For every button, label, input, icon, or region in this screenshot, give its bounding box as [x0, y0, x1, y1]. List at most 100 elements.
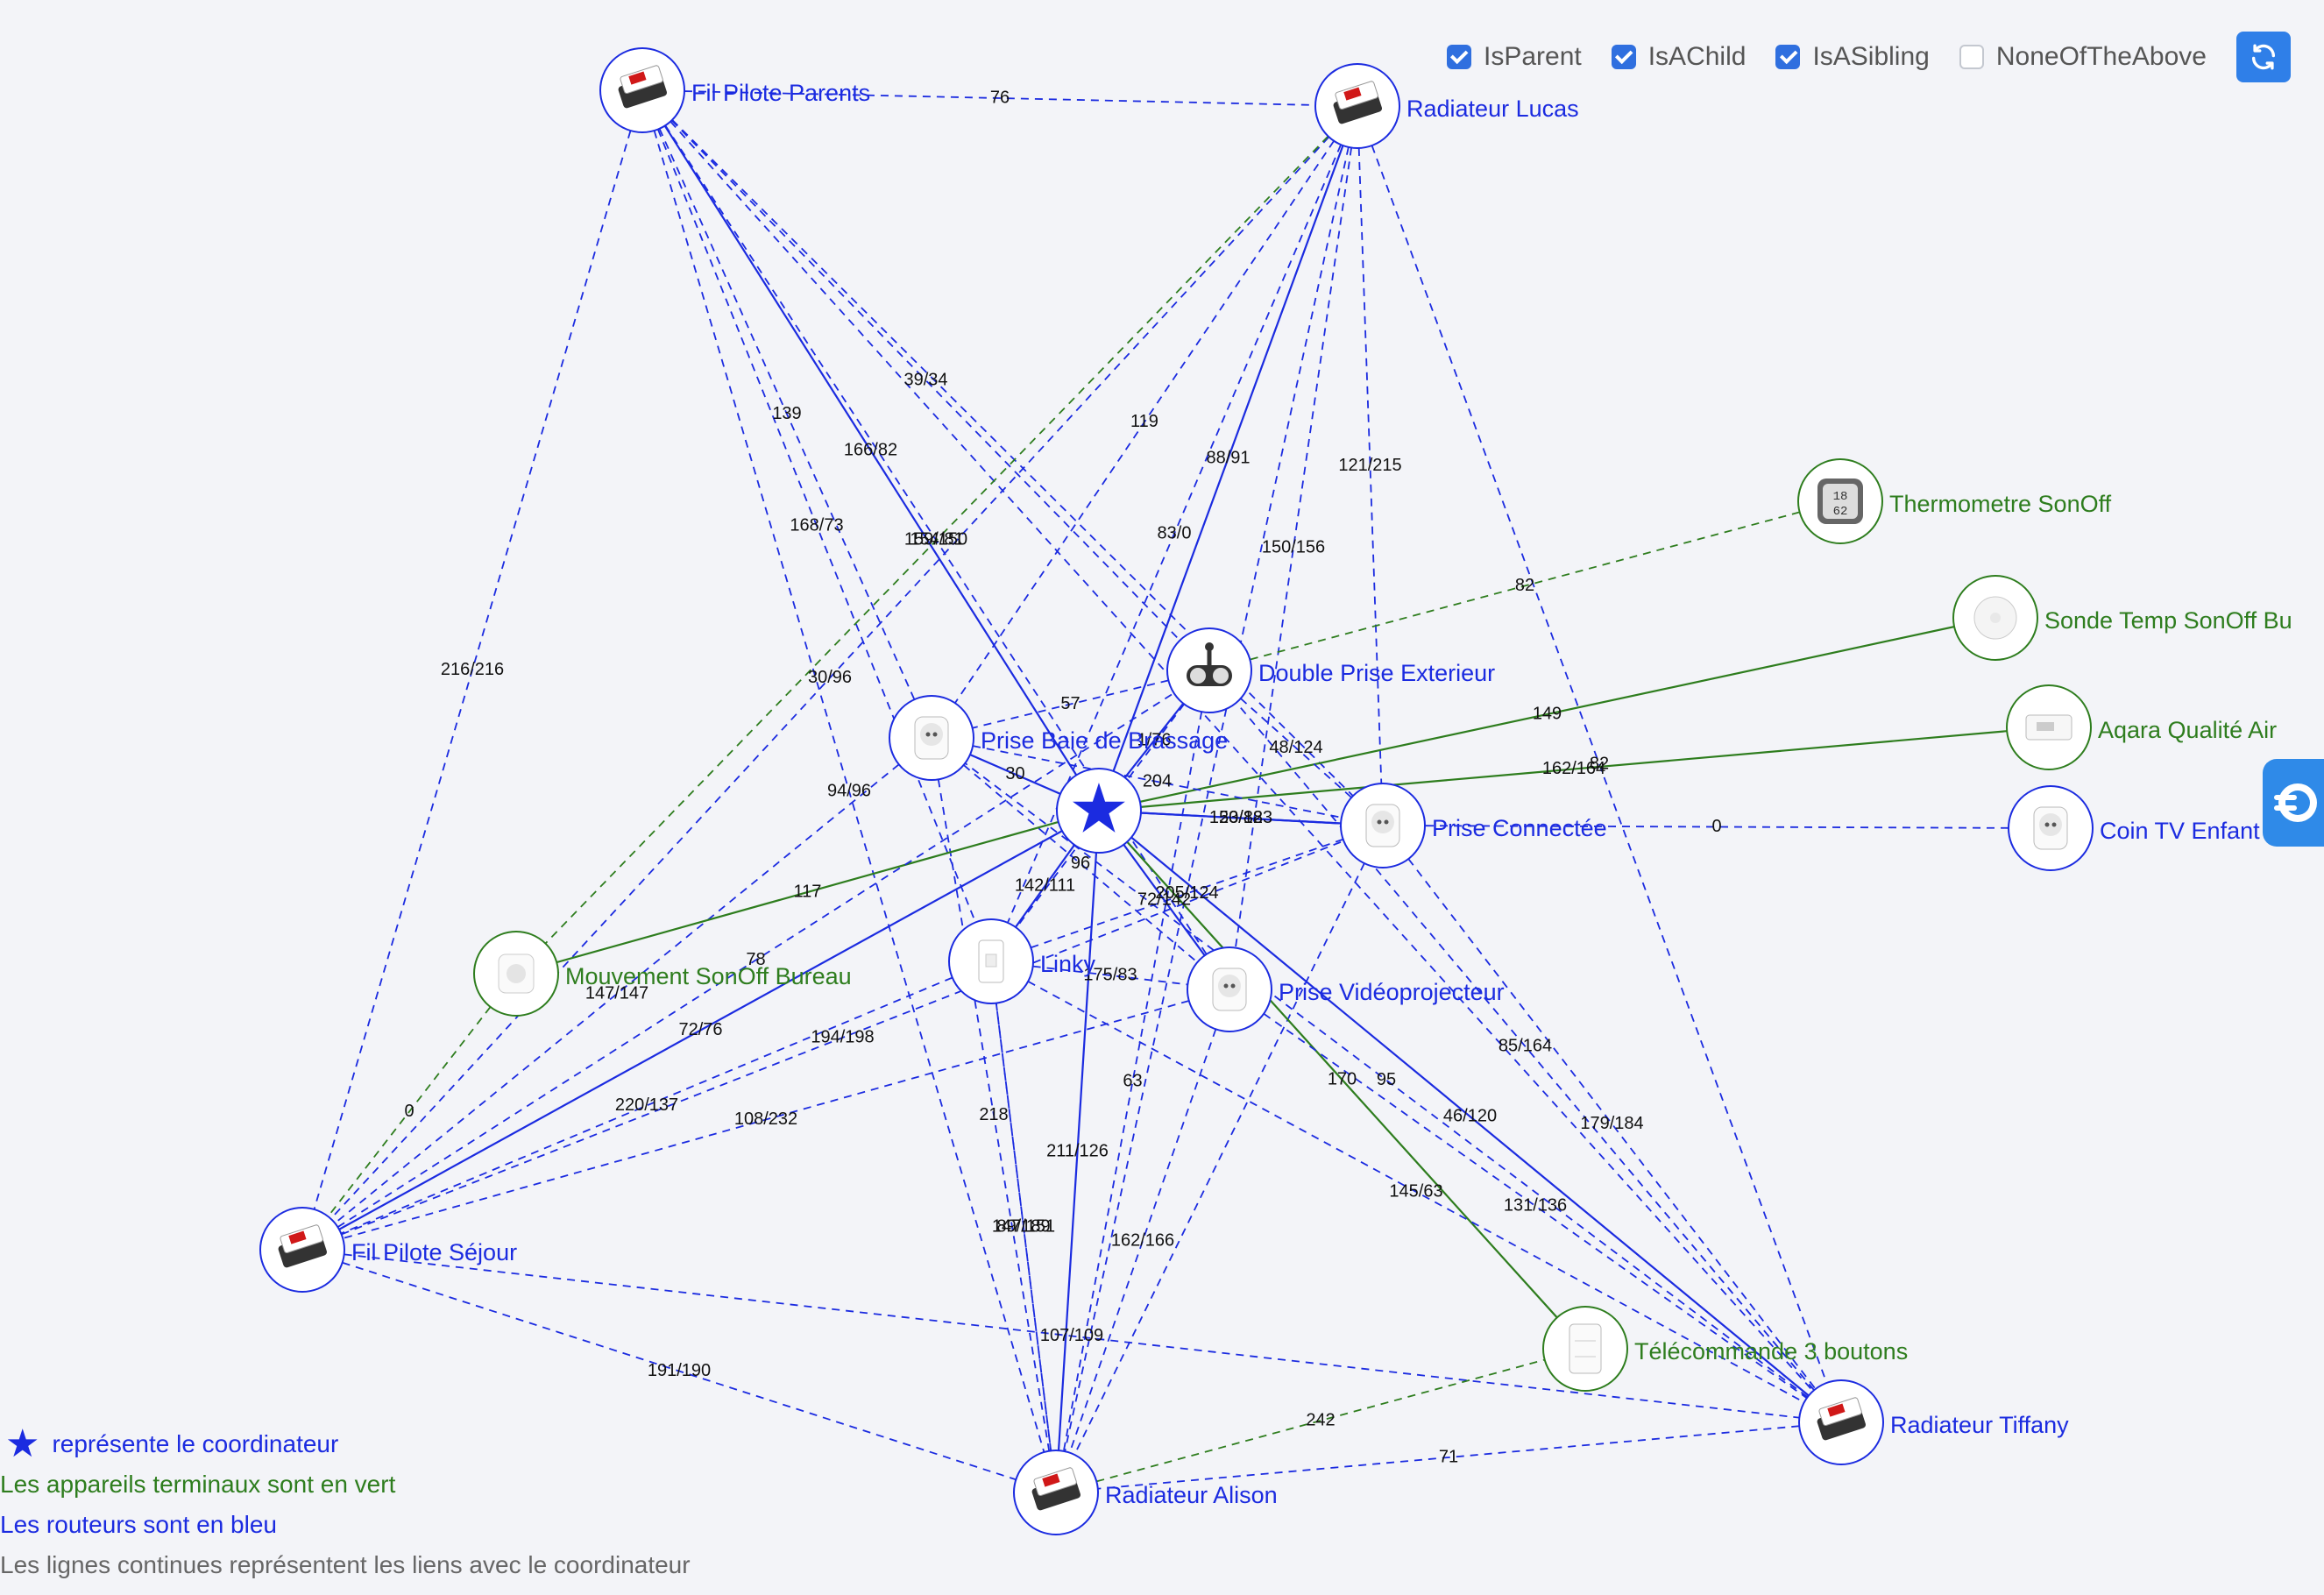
edge-label-filsej-prisecon: 194/198 — [811, 1027, 874, 1046]
edge-radali-telec — [1055, 1348, 1586, 1493]
edge-prisecon-radali — [1055, 825, 1384, 1493]
node-filpar[interactable]: Fil Pilote Parents — [599, 47, 870, 133]
none-of-the-above-checkbox[interactable] — [1959, 45, 1984, 69]
node-label-aqara: Aqara Qualité Air — [2098, 717, 2277, 743]
none-of-the-above-label: NoneOfTheAbove — [1995, 42, 2207, 71]
edge-dblprise-linky — [990, 670, 1210, 962]
edge-label-prisecon-radtif: 179/184 — [1580, 1114, 1643, 1133]
edge-label-aqara-coord: 162/164 — [1542, 759, 1605, 778]
node-radtif[interactable]: Radiateur Tiffany — [1798, 1379, 2069, 1465]
edge-radtif-radali — [1055, 1421, 1842, 1493]
filter-is-a-child[interactable]: IsAChild — [1611, 42, 1747, 72]
edge-radluc-radali — [1055, 105, 1358, 1493]
node-label-radluc: Radiateur Lucas — [1406, 96, 1579, 122]
node-sonde[interactable]: Sonde Temp SonOff Bu — [1952, 575, 2292, 661]
edge-radluc-prisebaie — [931, 105, 1358, 739]
is-a-child-label: IsAChild — [1647, 42, 1747, 71]
node-dblprise[interactable]: Double Prise Exterieur — [1166, 627, 1495, 713]
air-quality-sensor-icon — [2025, 714, 2072, 741]
node-coord[interactable]: ★ — [1056, 768, 1142, 854]
edge-label-linky-prisevid: 175/83 — [1083, 965, 1137, 984]
legend-end-devices: Les appareils terminaux sont en vert — [0, 1471, 396, 1498]
edge-label-mouv-coord: 117 — [794, 882, 822, 901]
node-mouv[interactable]: Mouvement SonOff Bureau — [473, 931, 852, 1017]
edge-label-cointv-prisecon: 0 — [1711, 817, 1721, 836]
node-label-filpar: Fil Pilote Parents — [691, 80, 870, 106]
refresh-button[interactable] — [2236, 32, 2291, 82]
edge-label-dblprise-coord: 1/76 — [1137, 730, 1172, 749]
edge-prisebaie-filsej — [301, 737, 932, 1251]
filter-none-of-the-above[interactable]: NoneOfTheAbove — [1959, 42, 2207, 72]
edge-label-coord-prisecon: 123/123 — [1209, 808, 1272, 827]
edge-label-radluc-coord: 88/91 — [1206, 448, 1250, 467]
node-radali[interactable]: Radiateur Alison — [1013, 1450, 1278, 1535]
side-panel-toggle[interactable] — [2263, 759, 2324, 847]
edge-label-radluc-filsej: 30/96 — [808, 668, 852, 687]
is-parent-label: IsParent — [1483, 42, 1582, 71]
edge-coord-telec — [1098, 810, 1586, 1350]
node-aqara[interactable]: Aqara Qualité Air — [2006, 684, 2277, 770]
edge-label-linky-radali: 89/189 — [996, 1216, 1050, 1236]
edge-prisebaie-radali — [931, 737, 1057, 1493]
node-prisebaie[interactable]: Prise Baie de Brassage — [889, 695, 1228, 781]
edge-radtif-dblprise — [1208, 670, 1842, 1423]
edge-label-prisebaie-radali: 218 — [979, 1105, 1008, 1124]
node-label-mouv: Mouvement SonOff Bureau — [565, 963, 852, 989]
is-a-child-checkbox[interactable] — [1611, 45, 1636, 69]
legend-coordinator: ★ représente le coordinateur — [0, 1424, 691, 1464]
edge-filpar-linky — [641, 89, 992, 962]
node-label-prisecon: Prise Connectée — [1432, 815, 1607, 841]
relationship-filters: IsParent IsAChild IsASibling NoneOfTheAb… — [1446, 32, 2291, 82]
edge-label-radluc-mouv: 154/81 — [910, 529, 963, 549]
node-label-prisebaie: Prise Baie de Brassage — [981, 727, 1228, 754]
node-label-filsej: Fil Pilote Séjour — [351, 1239, 517, 1265]
edge-label-radluc-linky: 83/0 — [1158, 523, 1192, 542]
node-prisecon[interactable]: Prise Connectée — [1340, 783, 1607, 868]
edge-label-filpar-radali: 94/96 — [827, 781, 871, 800]
node-radluc[interactable]: Radiateur Lucas — [1314, 63, 1579, 149]
edge-label-radtif-radali: 71 — [1439, 1447, 1458, 1466]
edge-dblprise-prisecon — [1208, 670, 1384, 826]
edge-label-linky-radtif: 145/63 — [1389, 1181, 1442, 1201]
edge-radali-linky — [990, 961, 1057, 1493]
node-cointv[interactable]: Coin TV Enfant — [2008, 785, 2260, 871]
edge-prisebaie-prisecon — [931, 737, 1384, 826]
edge-label-prisebaie-prisevid: 96 — [1071, 854, 1090, 873]
node-linky[interactable]: Linky — [948, 918, 1096, 1004]
edge-label-filpar-dblprise: 39/34 — [903, 370, 947, 389]
node-prisevid[interactable]: Prise Vidéoprojecteur — [1187, 946, 1505, 1032]
edge-prisevid-radali — [1055, 989, 1230, 1493]
edge-label-prisebaie-prisecon: 204 — [1143, 771, 1172, 790]
smart-plug-icon — [914, 716, 949, 760]
edge-filpar-radtif — [641, 89, 1842, 1423]
node-telec[interactable]: Télécommande 3 boutons — [1542, 1306, 1908, 1392]
legend-solid-lines: Les lignes continues représentent les li… — [0, 1551, 691, 1578]
edge-label-radali-linky: 147/151 — [992, 1216, 1055, 1236]
edge-prisevid-filsej — [301, 989, 1230, 1251]
edge-label-filpar-radluc: 76 — [990, 88, 1010, 107]
edge-label-radali-telec: 242 — [1306, 1410, 1335, 1429]
filter-is-parent[interactable]: IsParent — [1446, 42, 1582, 72]
edges-layer — [301, 89, 2051, 1493]
edge-mouv-coord — [515, 809, 1100, 975]
edge-radluc-mouv — [515, 105, 1358, 975]
is-a-sibling-checkbox[interactable] — [1775, 45, 1801, 69]
is-parent-checkbox[interactable] — [1446, 45, 1471, 69]
filter-is-a-sibling[interactable]: IsASibling — [1775, 42, 1930, 72]
smart-plug-icon — [1212, 968, 1247, 1011]
node-label-cointv: Coin TV Enfant — [2100, 818, 2260, 844]
edge-coord-radali — [1054, 810, 1101, 1493]
edge-filpar-dblprise — [641, 89, 1210, 671]
refresh-icon — [2251, 44, 2276, 70]
edge-prisebaie-prisevid — [931, 737, 1230, 990]
svg-text:18: 18 — [1833, 490, 1848, 504]
edge-mouv-filsej — [301, 973, 517, 1251]
edge-thermo-dblprise — [1208, 500, 1841, 671]
node-filsej[interactable]: Fil Pilote Séjour — [259, 1207, 517, 1293]
fil-pilote-module-icon — [618, 65, 668, 109]
edge-label-coord-radtif: 46/120 — [1443, 1106, 1497, 1125]
